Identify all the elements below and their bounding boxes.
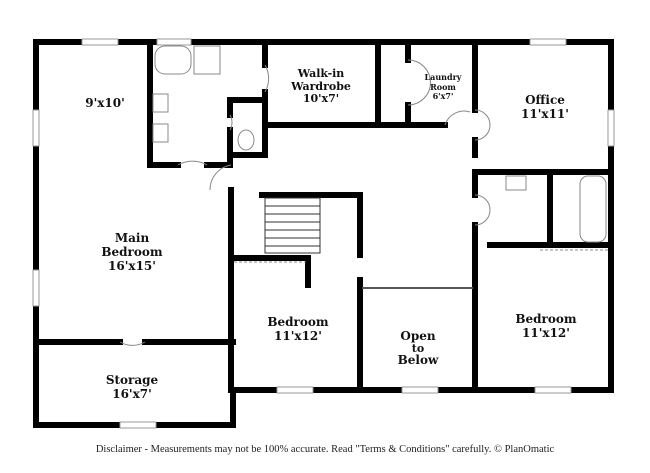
room-labels: 9'x10' Main Bedroom 16'x15' Walk-in Ward… [85, 67, 577, 401]
storage-name: Storage [106, 373, 159, 387]
laundry-dims: 6'x7' [433, 91, 454, 101]
windows [32, 38, 615, 429]
walk-in-dims: 10'x7' [303, 92, 339, 105]
doors [119, 59, 491, 346]
stairs [264, 197, 321, 254]
sink-icon [152, 123, 169, 143]
laundry-name2: Room [430, 82, 456, 92]
shower-icon [193, 45, 221, 75]
walk-in-name2: Wardrobe [290, 80, 351, 93]
bedroom-right-dims: 11'x12' [522, 326, 570, 340]
open-below-name2: to [412, 342, 424, 355]
bedroom-right-name: Bedroom [515, 312, 576, 326]
sink-icon [152, 93, 169, 113]
open-below-name: Open [400, 329, 435, 343]
main-bedroom-name: Main [115, 231, 150, 245]
storage-dims: 16'x7' [112, 387, 152, 401]
walls [33, 39, 614, 428]
main-bedroom-name2: Bedroom [101, 245, 162, 259]
toilet-icon [237, 129, 255, 151]
walk-in-name: Walk-in [297, 67, 345, 80]
fixtures [152, 45, 608, 263]
bathtub-icon [579, 175, 607, 243]
main-alcove-dims: 9'x10' [85, 96, 125, 110]
main-bedroom-dims: 16'x15' [108, 259, 156, 273]
office-name: Office [525, 93, 565, 107]
sink-icon [505, 175, 527, 191]
bedroom-center-name: Bedroom [267, 315, 328, 329]
bathtub-icon [154, 45, 192, 75]
bedroom-center-dims: 11'x12' [274, 329, 322, 343]
disclaimer: Disclaimer - Measurements may not be 100… [95, 444, 555, 455]
open-below-name3: Below [398, 353, 439, 367]
laundry-name: Laundry [425, 72, 462, 82]
office-dims: 11'x11' [521, 107, 569, 121]
